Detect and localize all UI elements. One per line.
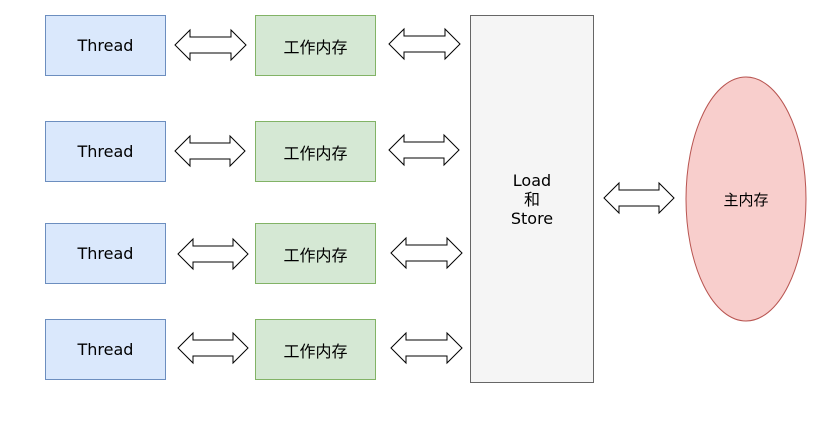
working-memory-box: 工作内存 (255, 223, 376, 284)
working-memory-label: 工作内存 (283, 37, 348, 57)
thread-memory-arrow (174, 28, 247, 62)
working-memory-box: 工作内存 (255, 121, 376, 182)
thread-box: Thread (45, 223, 166, 284)
load-store-box: Load 和 Store (470, 15, 594, 383)
working-memory-label: 工作内存 (283, 143, 348, 163)
memory-loadstore-arrow (390, 331, 463, 365)
load-store-line3: Store (510, 208, 554, 228)
thread-box: Thread (45, 121, 166, 182)
main-memory-label: 主内存 (723, 190, 769, 209)
thread-memory-arrow (177, 331, 249, 365)
memory-loadstore-arrow (388, 27, 461, 61)
load-store-line1: Load (512, 170, 552, 190)
memory-loadstore-arrow (388, 133, 460, 167)
working-memory-label: 工作内存 (283, 245, 348, 265)
main-memory-label-wrap: 主内存 (686, 77, 806, 321)
working-memory-box: 工作内存 (255, 319, 376, 380)
loadstore-main-arrow (603, 181, 675, 215)
thread-box: Thread (45, 319, 166, 380)
thread-label: Thread (77, 244, 134, 263)
thread-box: Thread (45, 15, 166, 76)
thread-memory-arrow (174, 134, 246, 168)
main-memory-ellipse (685, 76, 807, 322)
thread-label: Thread (77, 36, 134, 55)
memory-loadstore-arrow (390, 236, 463, 270)
working-memory-label: 工作内存 (283, 341, 348, 361)
working-memory-box: 工作内存 (255, 15, 376, 76)
thread-label: Thread (77, 142, 134, 161)
thread-label: Thread (77, 340, 134, 359)
thread-memory-arrow (177, 237, 249, 271)
load-store-line2: 和 (523, 189, 540, 209)
